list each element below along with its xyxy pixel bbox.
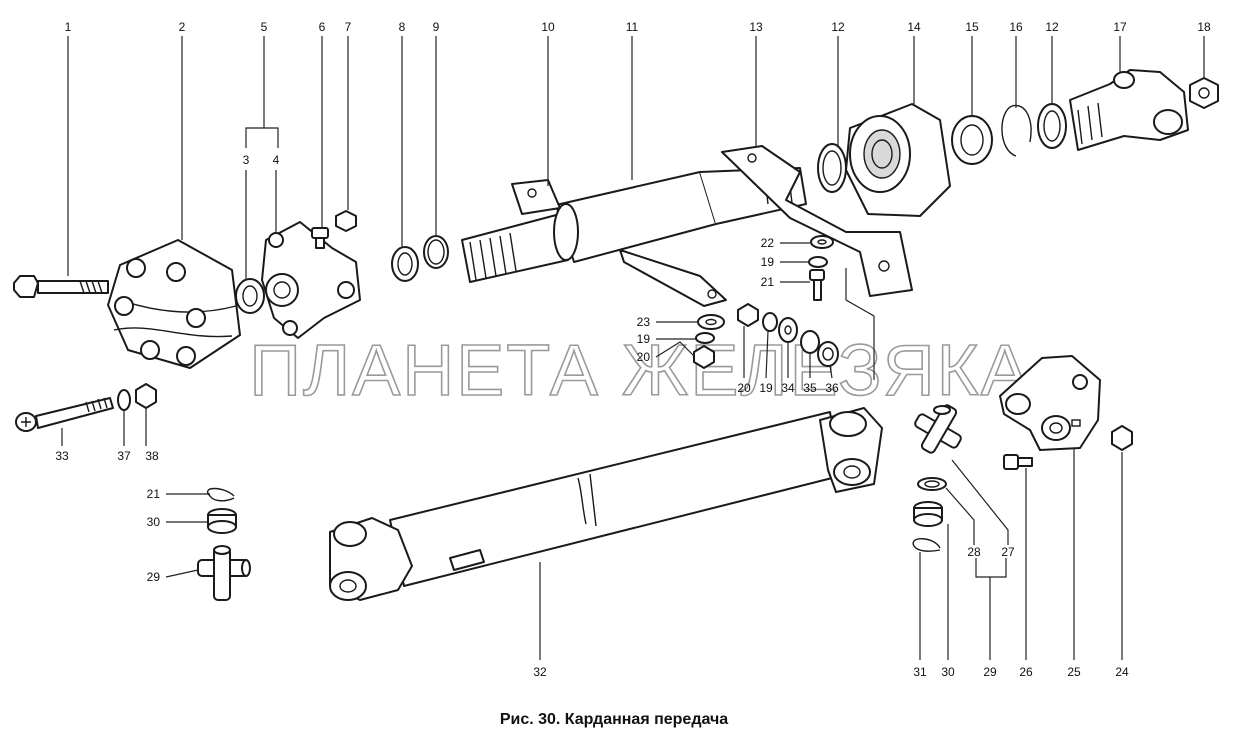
figure-caption: Рис. 30. Карданная передача (500, 711, 728, 728)
part-31-snap-ring (912, 538, 941, 552)
callout-9: 9 (433, 20, 440, 34)
part-22-washer (810, 235, 834, 249)
part-25-flange (999, 355, 1101, 451)
part-3-centering-ring (235, 278, 265, 314)
callout-18: 18 (1197, 20, 1211, 34)
part-30-seal-right (913, 501, 943, 527)
watermark-text: ПЛАНЕТА ЖЕЛЕЗЯКА (249, 331, 1031, 411)
callout-27: 27 (1001, 545, 1015, 559)
callout-11: 11 (626, 20, 639, 34)
part-23-washer (697, 314, 725, 330)
part-19-lock-washer-a (808, 256, 828, 268)
callout-5: 5 (261, 20, 268, 34)
callout-4: 4 (273, 153, 280, 167)
part-29-cross-left (197, 545, 251, 601)
part-27-cross-right (914, 404, 962, 454)
callout-24: 24 (1115, 665, 1129, 679)
callout-12-b: 12 (1045, 20, 1059, 34)
callout-17: 17 (1113, 20, 1127, 34)
callout-13: 13 (749, 20, 763, 34)
part-24-nut (1111, 425, 1133, 451)
part-19-lock-washer-c (762, 312, 778, 332)
part-14-intermediate-support (845, 103, 951, 217)
part-20-nut-a (693, 345, 715, 369)
callout-31: 31 (913, 665, 927, 679)
part-32-rear-shaft (329, 407, 883, 601)
part-20-nut-b (737, 303, 759, 327)
part-21-bolt (809, 269, 825, 301)
part-7-nut (335, 210, 357, 232)
callout-29-a: 29 (147, 570, 161, 584)
callout-35: 35 (803, 381, 817, 395)
part-1-long-bolt (13, 275, 109, 298)
callout-6: 6 (319, 20, 326, 34)
callout-15: 15 (965, 20, 979, 34)
part-10-bracket-plate (511, 179, 727, 307)
part-37-washer (117, 389, 131, 411)
callout-33: 33 (55, 449, 69, 463)
part-16-snap-ring (1001, 104, 1032, 157)
callout-7: 7 (345, 20, 352, 34)
part-30-seal-left (207, 508, 237, 534)
callout-3: 3 (243, 153, 250, 167)
part-35-bushing (800, 330, 820, 354)
part-4-flange (261, 221, 361, 339)
callout-numbers: 1 2 5 3 4 6 7 8 9 10 11 13 12 14 15 16 1… (55, 20, 1211, 679)
part-12-ring-b (1037, 103, 1067, 149)
callout-16: 16 (1009, 20, 1023, 34)
part-12-ring-a (817, 143, 847, 193)
callout-20-a: 20 (637, 350, 651, 364)
callout-26: 26 (1019, 665, 1033, 679)
callout-37: 37 (117, 449, 131, 463)
callout-20-b: 20 (737, 381, 751, 395)
part-26-bolt (1003, 454, 1033, 470)
part-2-elastic-coupling (107, 239, 241, 369)
callout-28: 28 (967, 545, 981, 559)
callout-12-a: 12 (831, 20, 845, 34)
callout-30-a: 30 (147, 515, 161, 529)
callout-38: 38 (145, 449, 159, 463)
leader-lines (61, 36, 1205, 660)
part-34-washer (778, 317, 798, 343)
part-19-lock-washer-b (695, 332, 715, 344)
callout-19-b: 19 (637, 332, 651, 346)
part-18-nut (1189, 77, 1219, 109)
part-15-bearing (951, 115, 993, 165)
callout-1: 1 (65, 20, 72, 34)
callout-8: 8 (399, 20, 406, 34)
callout-19-c: 19 (759, 381, 773, 395)
callout-29-b: 29 (983, 665, 997, 679)
part-33-bolt (15, 397, 114, 432)
part-6-bolt (311, 227, 329, 249)
callout-23: 23 (637, 315, 651, 329)
callout-10: 10 (541, 20, 555, 34)
part-36-bushing (817, 341, 839, 367)
callout-2: 2 (179, 20, 186, 34)
part-28-seal (917, 477, 947, 491)
callout-14: 14 (907, 20, 921, 34)
part-8-seal (391, 246, 419, 282)
callout-21-a: 21 (761, 275, 775, 289)
part-21-snap-ring-left (207, 487, 235, 502)
callout-25: 25 (1067, 665, 1081, 679)
part-17-fork (1069, 69, 1189, 151)
callout-30-b: 30 (941, 665, 955, 679)
callout-32: 32 (533, 665, 547, 679)
part-13-bracket (721, 145, 913, 297)
callout-22: 22 (761, 236, 775, 250)
callout-19-a: 19 (761, 255, 775, 269)
callout-34: 34 (781, 381, 795, 395)
part-38-nut (135, 383, 157, 409)
part-9-ring (423, 235, 449, 269)
callout-36: 36 (825, 381, 839, 395)
callout-21-b: 21 (147, 487, 161, 501)
